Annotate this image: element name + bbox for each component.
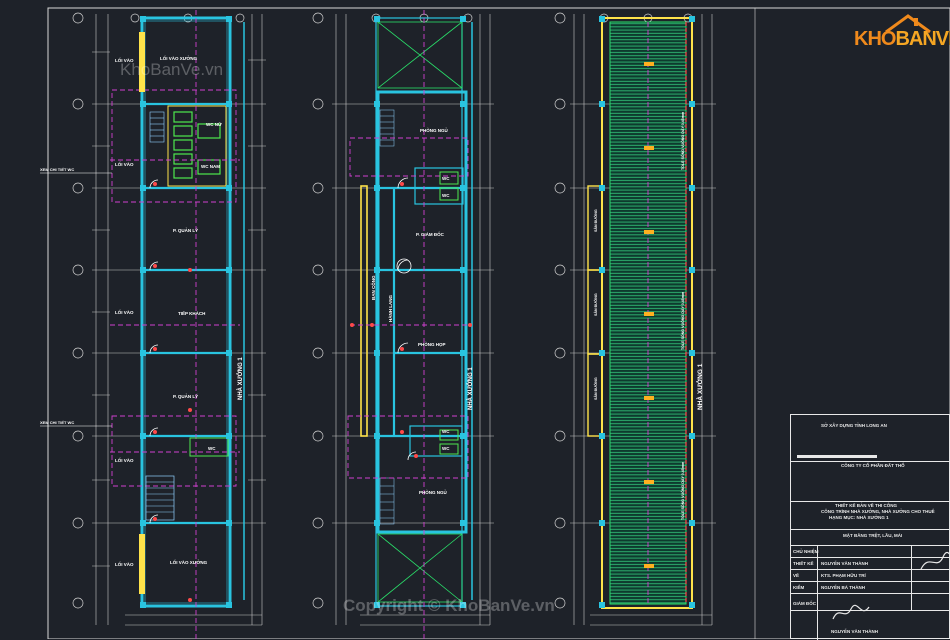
tb-project-3: HẠNG MỤC: NHÀ XƯỞNG 1: [829, 515, 889, 520]
signature-icon: [832, 604, 870, 620]
watermark-bottom: Copyright © KhoBanVe.vn: [343, 596, 555, 615]
tb-role: VẼ: [793, 573, 800, 578]
room-label: WC: [442, 176, 450, 181]
room-label: WC: [442, 446, 450, 451]
title-block: SỞ XÂY DỰNG TỈNH LONG AN CÔNG TY CỔ PHẦN…: [790, 414, 950, 640]
room-label: LỐI VÀO: [115, 161, 134, 167]
plan-1: LỐI VÀO LỐI VÀO XƯỞNG WC NỮ WC NAM LỐI V…: [40, 10, 266, 639]
room-label: P. GIÁM ĐỐC: [416, 231, 445, 237]
tb-authority: SỞ XÂY DỰNG TỈNH LONG AN: [821, 423, 887, 428]
roof-label: TOLE SÓNG VUÔNG DÀY 0.45mm: [680, 292, 685, 350]
room-label: WC: [208, 446, 216, 451]
tb-director-name: NGUYỄN VĂN THÀNH: [831, 629, 879, 634]
room-label: LỐI VÀO: [115, 561, 134, 567]
tb-name: NGUYỄN BÁ THÀNH: [821, 585, 866, 590]
room-label: PHÒNG NGỦ: [419, 488, 447, 495]
tb-sheet-title: MẶT BẰNG TRỆT, LẦU, MÁI: [843, 533, 903, 538]
room-label: P. QUẢN LÝ: [173, 227, 198, 233]
roof-label: TOLE SÓNG VUÔNG DÀY 0.45mm: [680, 462, 685, 520]
tb-project-2: CÔNG TRÌNH NHÀ XƯỞNG, NHÀ XƯỞNG CHO THUÊ: [821, 509, 935, 514]
house-roof-icon: [885, 14, 931, 34]
tb-role: THIẾT KẾ: [793, 561, 814, 566]
room-label: BAN CÔNG: [369, 275, 376, 300]
tb-role: CHỦ NHIỆM: [793, 549, 819, 554]
side-label: SÂN ĐƯỜNG: [593, 293, 598, 316]
side-label: SÂN ĐƯỜNG: [593, 209, 598, 232]
watermark-top: KhoBanVe.vn: [120, 60, 224, 79]
room-label: WC: [442, 193, 450, 198]
sheet-border: [47, 7, 950, 639]
callout-label: XEM CHI TIẾT WC: [40, 167, 74, 172]
room-label: LỐI VÀO: [115, 457, 134, 463]
room-label: WC NAM: [201, 164, 220, 169]
room-label: P. QUẢN LÝ: [173, 393, 198, 399]
room-label: WC NỮ: [206, 121, 222, 127]
tb-company: CÔNG TY CỔ PHẦN ĐẤT THỔ: [841, 463, 905, 468]
logo-text-banve: BANVE: [895, 28, 950, 50]
building-label: NHÀ XƯỞNG 1: [237, 357, 244, 400]
room-label: LỐI VÀO XƯỞNG: [160, 55, 198, 61]
plan-3: SÂN ĐƯỜNG SÂN ĐƯỜNG SÂN ĐƯỜNG TOLE SÓNG …: [554, 12, 716, 626]
tb-name: NGUYỄN VĂN THÀNH: [821, 561, 869, 566]
side-label: SÂN ĐƯỜNG: [593, 377, 598, 400]
signature-icon: [920, 551, 950, 570]
callout-label: XEM CHI TIẾT WC: [40, 420, 74, 425]
roof-label: TOLE SÓNG VUÔNG DÀY 0.45mm: [680, 112, 685, 170]
room-label: LỐI VÀO: [115, 57, 134, 63]
tb-role: KIỂM: [793, 585, 805, 590]
room-label: TIẾP KHÁCH: [178, 310, 205, 316]
building-label: NHÀ XƯỞNG 1: [467, 367, 474, 410]
tb-role: GIÁM ĐỐC: [793, 601, 816, 606]
room-label: LỐI VÀO: [115, 309, 134, 315]
logo: KHOBANVE: [846, 14, 950, 58]
tb-name: KTS. PHẠM HỮU TRÍ: [821, 573, 866, 578]
room-label: PHÒNG NGỦ: [420, 126, 448, 133]
room-label: HÀNH LANG: [387, 295, 393, 322]
logo-text-kho: KHO: [854, 28, 896, 50]
building-label: NHÀ XƯỞNG 1: [695, 363, 704, 410]
room-label: WC: [442, 429, 450, 434]
plan-2: PHÒNG NGỦ WC WC P. GIÁM ĐỐC PHÒNG HỌP WC…: [312, 10, 494, 639]
room-label: LỐI VÀO XƯỞNG: [170, 559, 208, 565]
tb-project-1: THIẾT KẾ BẢN VẼ THI CÔNG: [835, 503, 898, 508]
room-label: PHÒNG HỌP: [418, 340, 446, 347]
